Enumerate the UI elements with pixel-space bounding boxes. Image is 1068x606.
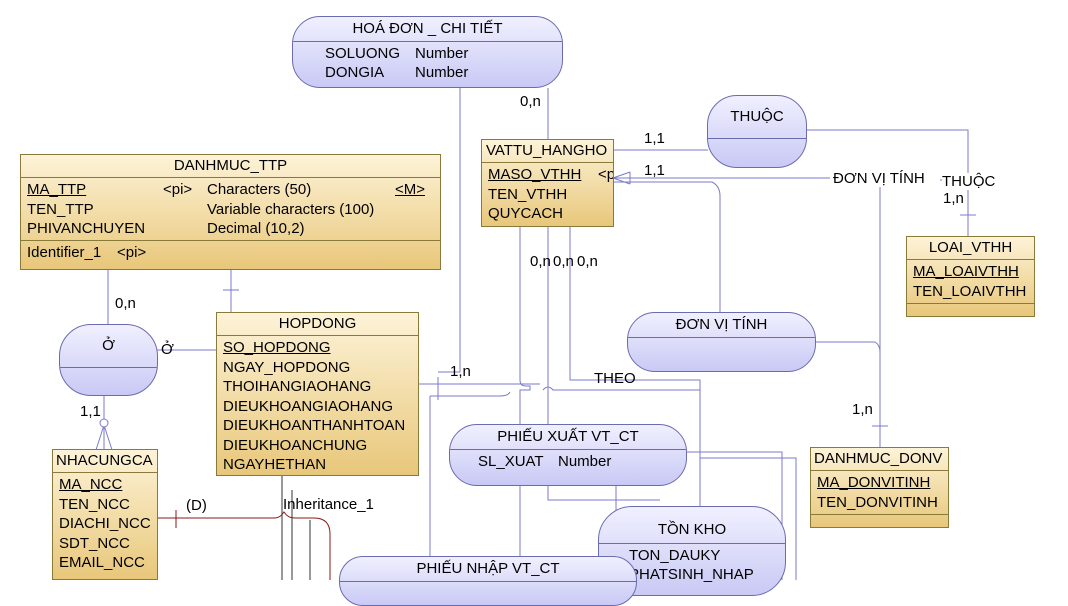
attr-name: MA_TTP (27, 181, 87, 198)
relationship-title: THUỘC (708, 96, 806, 139)
attr-name: SOLUONG (325, 45, 401, 62)
attr-name: SL_XUAT (478, 453, 544, 470)
role-label: Ở (161, 341, 174, 358)
attr-name: TEN_VTHH (488, 185, 568, 203)
attr-name: DIEUKHOANTHANHTOAN (223, 417, 406, 434)
attr-name: DIEUKHOANCHUNG (223, 436, 368, 454)
cardinality-label: 1,1 (644, 130, 665, 147)
relationship-phieuxuat[interactable]: PHIẾU XUẤT VT_CT SL_XUAT Number (449, 424, 687, 486)
attr-name: MA_DONVITINH (817, 474, 931, 491)
link-dvt-rel (613, 181, 721, 313)
inheritance-line (158, 511, 331, 580)
attr-type: Number (415, 64, 469, 81)
entity-danhmuc-ttp[interactable]: DANHMUC_TTP MA_TTP <pi> Characters (50) <M>… (20, 154, 441, 270)
relationship-hoadon-chitiet[interactable]: HOÁ ĐƠN _ CHI TIẾT SOLUONG Number DONGIA N… (292, 16, 563, 88)
cardinality-label: 1,n (943, 190, 964, 207)
attr-name: TEN_TTP (27, 200, 94, 218)
cardinality-label: 0,n (520, 93, 541, 110)
entity-title: NHACUNGCA (53, 450, 157, 473)
attr-name: NGAYHETHAN (223, 456, 327, 473)
attr-name: TEN_NCC (59, 495, 130, 513)
cardinality-label: 0,n (577, 253, 598, 270)
identifier-key: <pi> (117, 244, 147, 261)
role-label: ĐƠN VỊ TÍNH (833, 170, 925, 187)
attr-name: PHATSINH_NHAP (629, 566, 754, 583)
relationship-o[interactable]: Ở (59, 324, 158, 396)
link-hoadon-hopdong (438, 88, 461, 373)
attr-type: Number (558, 453, 612, 470)
entity-hopdong[interactable]: HOPDONG SO_HOPDONG NGAY_HOPDONG THOIHANG… (216, 312, 419, 476)
connector-lines (95, 88, 976, 580)
relationship-title: TỒN KHO (599, 507, 785, 544)
entity-title: DANHMUC_DONV (811, 448, 948, 471)
cardinality-label: 1,1 (644, 162, 665, 179)
attr-key: <p (598, 166, 614, 183)
entity-danhmuc-donv[interactable]: DANHMUC_DONV MA_DONVITINH TEN_DONVITINH (810, 447, 949, 528)
attr-name: DIEUKHOANGIAOHANG (223, 397, 394, 415)
entity-vattu-hangho[interactable]: VATTU_HANGHO MASO_VTHH <p TEN_VTHH QUYCAC… (481, 139, 614, 227)
attr-name: SDT_NCC (59, 534, 130, 552)
inheritance-label: Inheritance_1 (283, 496, 374, 513)
relationship-title: Ở (60, 325, 157, 368)
cardinality-label: 1,n (852, 401, 873, 418)
attr-type: Characters (50) (207, 181, 312, 198)
relationship-phieunhap[interactable]: PHIẾU NHẬP VT_CT (339, 556, 637, 606)
attr-name: SO_HOPDONG (223, 339, 331, 356)
identifier-name: Identifier_1 (27, 244, 102, 261)
relationship-donvitinh[interactable]: ĐƠN VỊ TÍNH (627, 312, 816, 372)
attr-name: PHIVANCHUYEN (27, 220, 146, 237)
attr-flag: <M> (395, 181, 426, 198)
attr-name: MA_LOAIVTHH (913, 263, 1019, 280)
relationship-title: PHIẾU NHẬP VT_CT (340, 557, 636, 582)
attr-name: DONGIA (325, 64, 385, 81)
attr-name: NGAY_HOPDONG (223, 358, 351, 376)
link-thuoc-loai (806, 129, 969, 237)
attr-name: TON_DAUKY (629, 547, 721, 564)
entity-title: HOPDONG (217, 313, 418, 336)
entity-loai-vthh[interactable]: LOAI_VTHH MA_LOAIVTHH TEN_LOAIVTHH (906, 236, 1035, 317)
entity-nhacungca[interactable]: NHACUNGCA MA_NCC TEN_NCC DIACHI_NCC SDT_… (52, 449, 158, 580)
cardinality-label: 0,n (530, 253, 551, 270)
attr-name: QUYCACH (488, 205, 564, 222)
attr-name: TEN_DONVITINH (817, 493, 938, 511)
cardinality-label: 0,n (115, 295, 136, 312)
attr-name: MA_NCC (59, 476, 123, 493)
attr-type: Number (415, 45, 469, 62)
attr-key: <pi> (163, 181, 193, 198)
attr-type: Decimal (10,2) (207, 220, 305, 237)
cardinality-label: 1,n (450, 363, 471, 380)
attr-name: THOIHANGIAOHANG (223, 378, 372, 395)
relationship-thuoc[interactable]: THUỘC (707, 95, 807, 168)
relationship-title: HOÁ ĐƠN _ CHI TIẾT (293, 17, 562, 42)
entity-title: VATTU_HANGHO (482, 140, 613, 163)
relationship-title: ĐƠN VỊ TÍNH (628, 313, 815, 338)
relationship-title: PHIẾU XUẤT VT_CT (450, 425, 686, 450)
role-label: THEO (594, 370, 636, 387)
attr-name: DIACHI_NCC (59, 515, 151, 532)
attr-name: TEN_LOAIVTHH (913, 282, 1027, 300)
inheritance-disjoint-label: (D) (186, 497, 207, 514)
entity-title: LOAI_VTHH (907, 237, 1034, 260)
role-label: THUỘC (942, 173, 996, 190)
cardinality-label: 0,n (553, 253, 574, 270)
attr-name: MASO_VTHH (488, 166, 582, 183)
entity-title: DANHMUC_TTP (21, 155, 440, 178)
attr-name: EMAIL_NCC (59, 554, 145, 571)
attr-type: Variable characters (100) (207, 200, 375, 218)
cardinality-label: 1,1 (80, 403, 101, 420)
